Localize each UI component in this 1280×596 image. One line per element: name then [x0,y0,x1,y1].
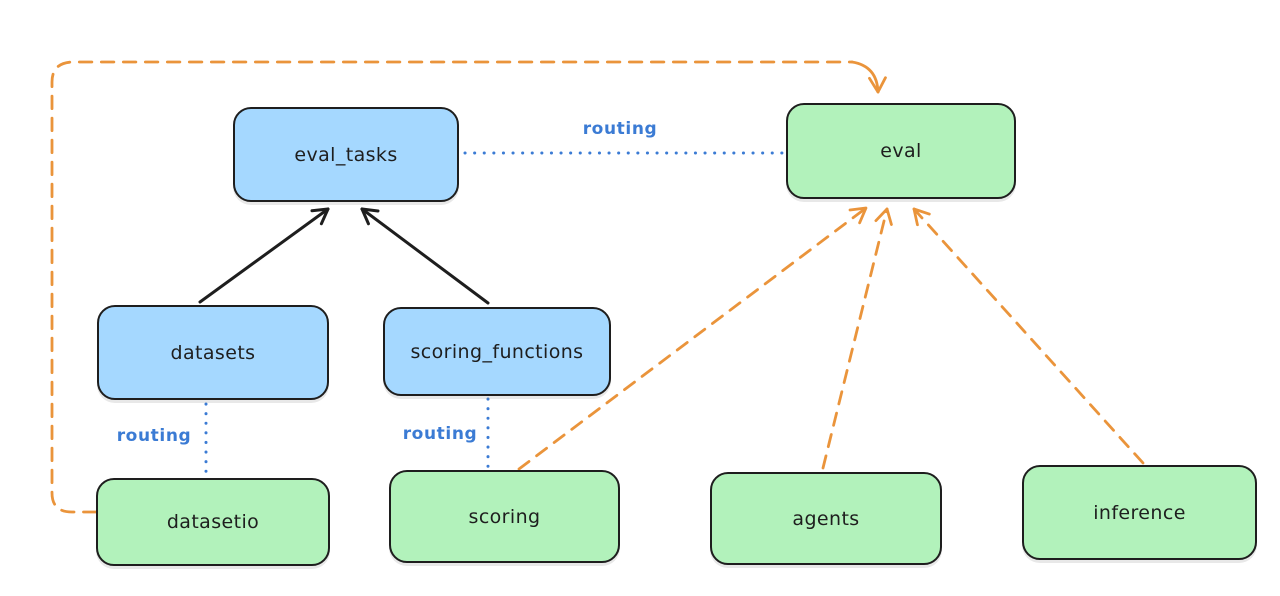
node-eval-label: eval [880,140,922,162]
edge-label-routing-scoring-functions-scoring: routing [402,424,478,444]
node-scoring: scoring [389,470,620,563]
node-scoring-functions: scoring_functions [383,307,611,396]
node-datasetio: datasetio [96,478,330,566]
edge-datasetio-to-eval-dashed [50,60,854,514]
node-datasets: datasets [97,305,329,400]
edge-scoring-to-eval-dashed [517,206,868,471]
node-datasetio-label: datasetio [166,511,260,533]
edge-agents-to-eval-dashed [821,207,893,470]
node-scoring-label: scoring [468,505,541,528]
node-inference: inference [1022,465,1257,560]
node-eval: eval [786,103,1016,199]
edge-datasetio-to-eval-arrowhead [850,60,887,94]
node-agents: agents [710,472,942,565]
node-eval-tasks: eval_tasks [233,107,459,202]
node-datasets-label: datasets [170,341,256,364]
node-scoring-functions-label: scoring_functions [410,340,584,363]
node-eval-tasks-label: eval_tasks [294,143,398,166]
node-inference-label: inference [1093,501,1186,524]
edge-label-routing-eval-tasks-eval: routing [582,119,658,139]
node-agents-label: agents [792,507,860,530]
edge-scoring-functions-to-eval-tasks [360,207,490,305]
edge-datasets-to-eval-tasks [198,207,330,304]
edge-inference-to-eval-dashed [912,207,1145,465]
edge-label-routing-datasets-datasetio: routing [116,426,192,446]
